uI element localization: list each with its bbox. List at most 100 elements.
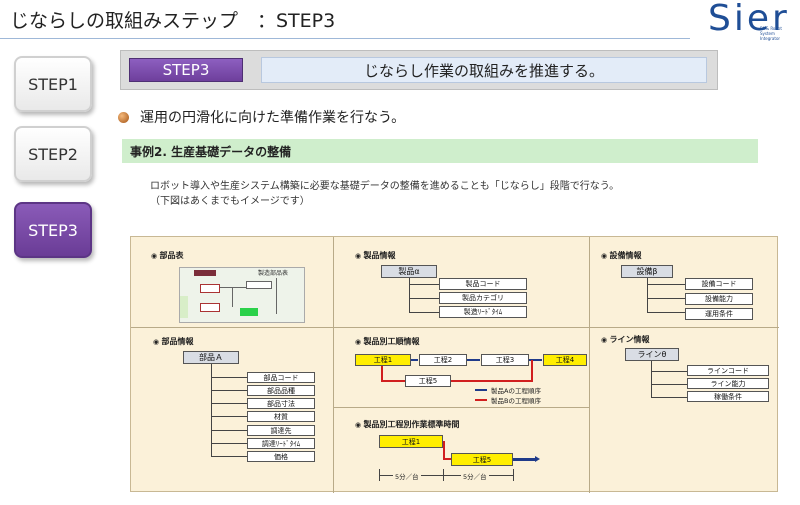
- equipment-item-box: 運用条件: [685, 308, 753, 320]
- time-tick: [513, 469, 514, 481]
- process-step-box: 工程4: [543, 354, 587, 366]
- tree-line: [211, 390, 247, 391]
- bullet-text: 運用の円滑化に向けた準備作業を行なう。: [140, 110, 406, 126]
- thumb-link: [220, 287, 246, 288]
- thumb-node: [246, 281, 272, 289]
- logo-subtitle: FA & Robot System Integrator: [760, 26, 782, 41]
- tree-line: [409, 312, 439, 313]
- line-item-box: ラインコード: [687, 365, 769, 376]
- product-item-box: 製品コード: [439, 278, 527, 290]
- thumb-side: [180, 296, 188, 318]
- time-step-box: 工程1: [379, 435, 443, 448]
- bullet-icon: [118, 112, 129, 123]
- thumb-node: [200, 303, 220, 312]
- example-title: 事例2. 生産基礎データの整備: [130, 145, 292, 159]
- tree-line: [409, 298, 439, 299]
- time-span-line: [379, 475, 513, 476]
- tree-line: [211, 443, 247, 444]
- route-b-line: [381, 380, 405, 382]
- data-diagram: 部品表 製造部品表 製品情報 製品α 製品コード 製品カテゴリ 製造ﾘｰﾄﾞﾀｲ…: [130, 236, 779, 493]
- part-item-box: 部品寸法: [247, 398, 315, 409]
- part-item-box: 材質: [247, 411, 315, 422]
- process-order-title: 製品別工順情報: [355, 336, 420, 347]
- legend-route-a-swatch: [475, 389, 487, 391]
- tree-line: [651, 371, 687, 372]
- parts-table-thumbnail: 製造部品表: [179, 267, 305, 323]
- standard-time-title: 製品別工程別作業標準時間: [355, 419, 460, 430]
- banner-step-label: STEP3: [129, 58, 243, 82]
- product-item-box: 製造ﾘｰﾄﾞﾀｲﾑ: [439, 306, 527, 318]
- tree-line: [651, 384, 687, 385]
- process-step-box: 工程3: [481, 354, 529, 366]
- route-b-line: [381, 366, 383, 382]
- time-connector: [443, 441, 445, 459]
- product-info-title: 製品情報: [355, 250, 396, 261]
- tree-line: [211, 377, 247, 378]
- tree-line: [211, 403, 247, 404]
- part-item-box: 調達ﾘｰﾄﾞﾀｲﾑ: [247, 438, 315, 449]
- tree-line: [409, 284, 439, 285]
- tree-line: [647, 312, 685, 313]
- step1-button[interactable]: STEP1: [14, 56, 92, 112]
- legend-route-b: 製品Bの工程順序: [491, 397, 541, 405]
- example-header: 事例2. 生産基礎データの整備: [122, 139, 758, 163]
- time-label: 5分／台: [393, 471, 421, 481]
- equipment-root-box: 設備β: [621, 265, 673, 278]
- legend-route-a: 製品Aの工程順序: [491, 387, 541, 395]
- line-root-box: ラインθ: [625, 348, 679, 361]
- grid-divider: [589, 237, 590, 493]
- parts-table-title: 部品表: [151, 250, 184, 261]
- company-logo: Sier FA & Robot System Integrator: [708, 0, 792, 42]
- thumb-link: [232, 287, 233, 307]
- grid-divider: [333, 237, 334, 493]
- thumb-node: [200, 284, 220, 293]
- page-title: じならしの取組みステップ ：STEP3: [10, 10, 336, 32]
- banner-text: じならし作業の取組みを推進する。: [261, 57, 707, 83]
- line-item-box: 稼働条件: [687, 391, 769, 402]
- description-line-2: （下図はあくまでもイメージです）: [150, 196, 310, 207]
- logo-text: Sier: [708, 0, 790, 39]
- line-info-title: ライン情報: [601, 334, 650, 345]
- tree-line: [651, 361, 652, 397]
- tree-line: [409, 278, 410, 312]
- equipment-info-title: 設備情報: [601, 250, 642, 261]
- grid-divider: [333, 407, 589, 408]
- tree-line: [651, 397, 687, 398]
- time-arrow-head: [535, 456, 540, 462]
- step3-button[interactable]: STEP3: [14, 202, 92, 258]
- part-item-box: 部品品種: [247, 385, 315, 396]
- tree-line: [211, 416, 247, 417]
- product-item-box: 製品カテゴリ: [439, 292, 527, 304]
- line-item-box: ライン能力: [687, 378, 769, 389]
- step-banner: STEP3 じならし作業の取組みを推進する。: [120, 50, 718, 90]
- part-item-box: 調達先: [247, 425, 315, 436]
- part-item-box: 価格: [247, 451, 315, 462]
- legend-route-b-swatch: [475, 399, 487, 401]
- time-step-box: 工程5: [451, 453, 513, 466]
- grid-divider: [131, 327, 779, 328]
- time-arrow-shaft: [513, 458, 535, 461]
- route-a-line: [467, 359, 480, 361]
- part-item-box: 部品コード: [247, 372, 315, 383]
- time-label: 5分／台: [461, 471, 489, 481]
- route-b-line: [451, 380, 531, 382]
- equipment-item-box: 設備能力: [685, 293, 753, 305]
- part-info-title: 部品情報: [153, 336, 194, 347]
- time-connector: [443, 458, 451, 460]
- tree-line: [647, 284, 685, 285]
- title-underline: [0, 38, 690, 39]
- equipment-item-box: 設備コード: [685, 278, 753, 290]
- tree-line: [211, 456, 247, 457]
- thumb-link: [276, 278, 277, 314]
- route-a-line: [529, 359, 542, 361]
- part-root-box: 部品Ａ: [183, 351, 239, 364]
- route-b-line: [531, 360, 533, 382]
- step2-button[interactable]: STEP2: [14, 126, 92, 182]
- tree-line: [211, 364, 212, 456]
- process-step-box: 工程5: [405, 375, 451, 387]
- process-step-box: 工程1: [355, 354, 411, 366]
- tree-line: [211, 430, 247, 431]
- route-a-line: [411, 359, 418, 361]
- thumb-header-text: 製造部品表: [258, 270, 289, 277]
- product-root-box: 製品α: [381, 265, 437, 278]
